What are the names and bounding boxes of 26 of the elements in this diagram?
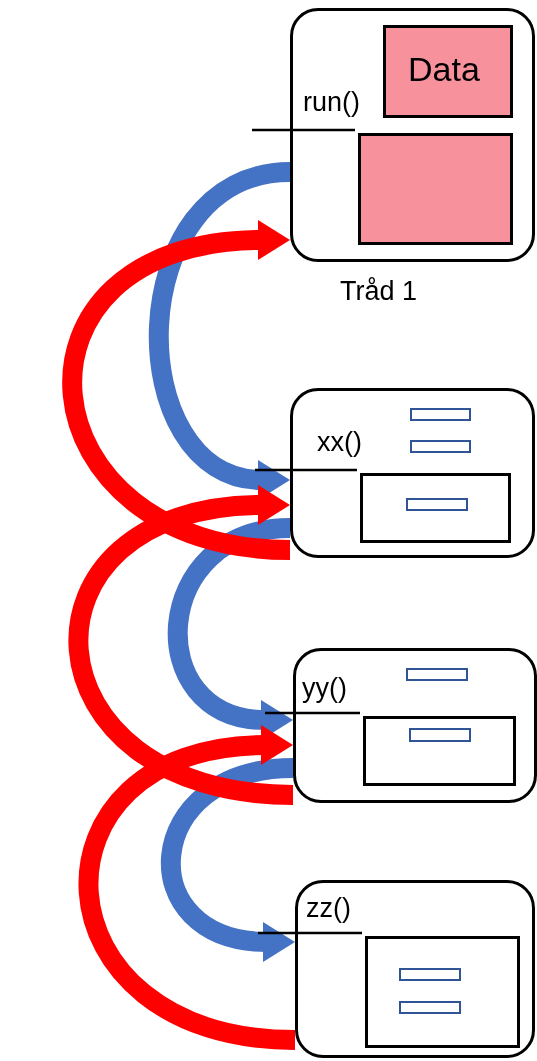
small-rectangle — [410, 440, 471, 453]
small-rectangle — [406, 498, 468, 511]
small-rectangle — [409, 728, 471, 742]
curved-arrow — [161, 758, 295, 962]
curved-arrow — [69, 485, 294, 805]
stack-frame — [290, 8, 535, 262]
label: yy() — [302, 675, 347, 702]
inner-box — [363, 716, 516, 786]
small-rectangle — [410, 408, 471, 421]
label: zz() — [306, 895, 351, 922]
stack-frame — [293, 648, 537, 803]
small-rectangle — [399, 968, 461, 981]
stack-frame — [290, 388, 535, 558]
data-box — [383, 25, 513, 118]
label: xx() — [317, 429, 362, 456]
curved-arrow — [62, 220, 291, 560]
small-rectangle — [406, 668, 468, 681]
inner-box — [360, 473, 511, 543]
label: run() — [303, 89, 360, 116]
small-rectangle — [399, 1001, 461, 1014]
label: Data — [408, 52, 480, 86]
curved-arrow — [79, 725, 296, 1050]
inner-box — [365, 936, 520, 1048]
data-box — [358, 133, 513, 245]
node-label: Tråd 1 — [340, 278, 418, 305]
stack-frame — [295, 880, 535, 1058]
